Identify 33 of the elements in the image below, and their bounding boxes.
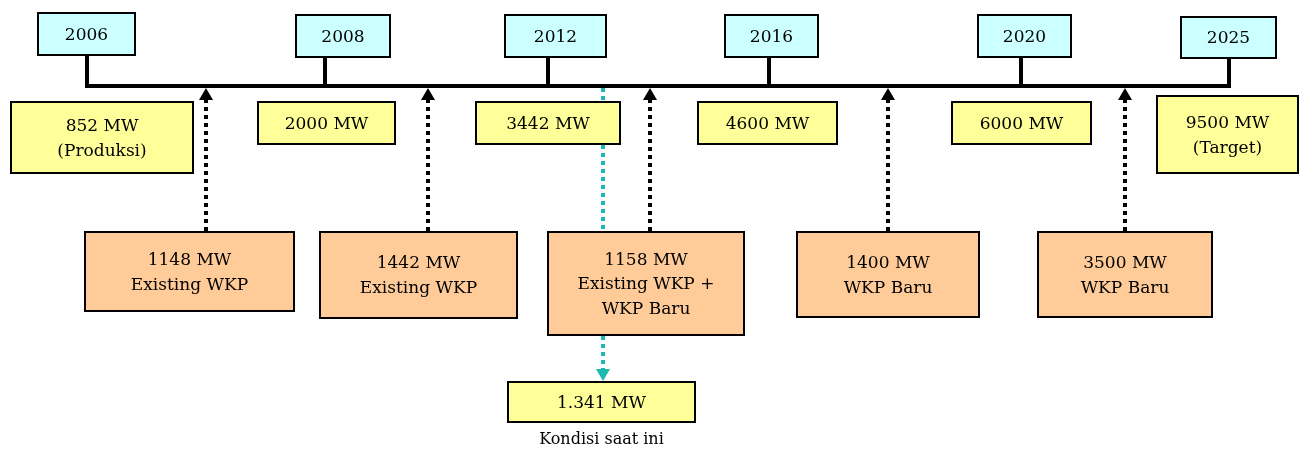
capacity-box: 3442 MW xyxy=(475,101,621,145)
year-box: 2020 xyxy=(977,14,1072,58)
addition-box: 3500 MW WKP Baru xyxy=(1037,231,1213,318)
dotted-arrow xyxy=(421,88,435,231)
connector-line xyxy=(1227,59,1231,84)
year-box: 2025 xyxy=(1180,16,1277,59)
caption-text: Kondisi saat ini xyxy=(538,428,665,450)
connector-line xyxy=(85,56,89,84)
connector-line xyxy=(323,58,327,84)
addition-box: 1158 MW Existing WKP + WKP Baru xyxy=(547,231,745,336)
dotted-arrow xyxy=(1118,88,1132,231)
capacity-box: 852 MW (Produksi) xyxy=(10,101,194,174)
capacity-box: 4600 MW xyxy=(697,101,838,145)
connector-line xyxy=(601,145,605,231)
year-box: 2006 xyxy=(37,12,136,56)
year-box: 2008 xyxy=(295,14,391,58)
connector-line xyxy=(601,88,605,101)
dotted-arrow xyxy=(881,88,895,231)
dotted-arrow xyxy=(596,336,610,381)
dotted-arrow xyxy=(643,88,657,231)
capacity-box: 9500 MW (Target) xyxy=(1156,95,1299,174)
capacity-box: 1.341 MW xyxy=(507,381,696,423)
dotted-arrow xyxy=(199,88,213,231)
connector-line xyxy=(767,58,771,84)
connector-line xyxy=(546,58,550,84)
capacity-box: 6000 MW xyxy=(951,101,1092,145)
capacity-box: 2000 MW xyxy=(257,101,396,145)
year-box: 2012 xyxy=(504,14,607,58)
addition-box: 1400 MW WKP Baru xyxy=(796,231,980,318)
addition-box: 1442 MW Existing WKP xyxy=(319,231,518,319)
year-box: 2016 xyxy=(724,14,819,58)
addition-box: 1148 MW Existing WKP xyxy=(84,231,295,312)
connector-line xyxy=(1019,58,1023,84)
